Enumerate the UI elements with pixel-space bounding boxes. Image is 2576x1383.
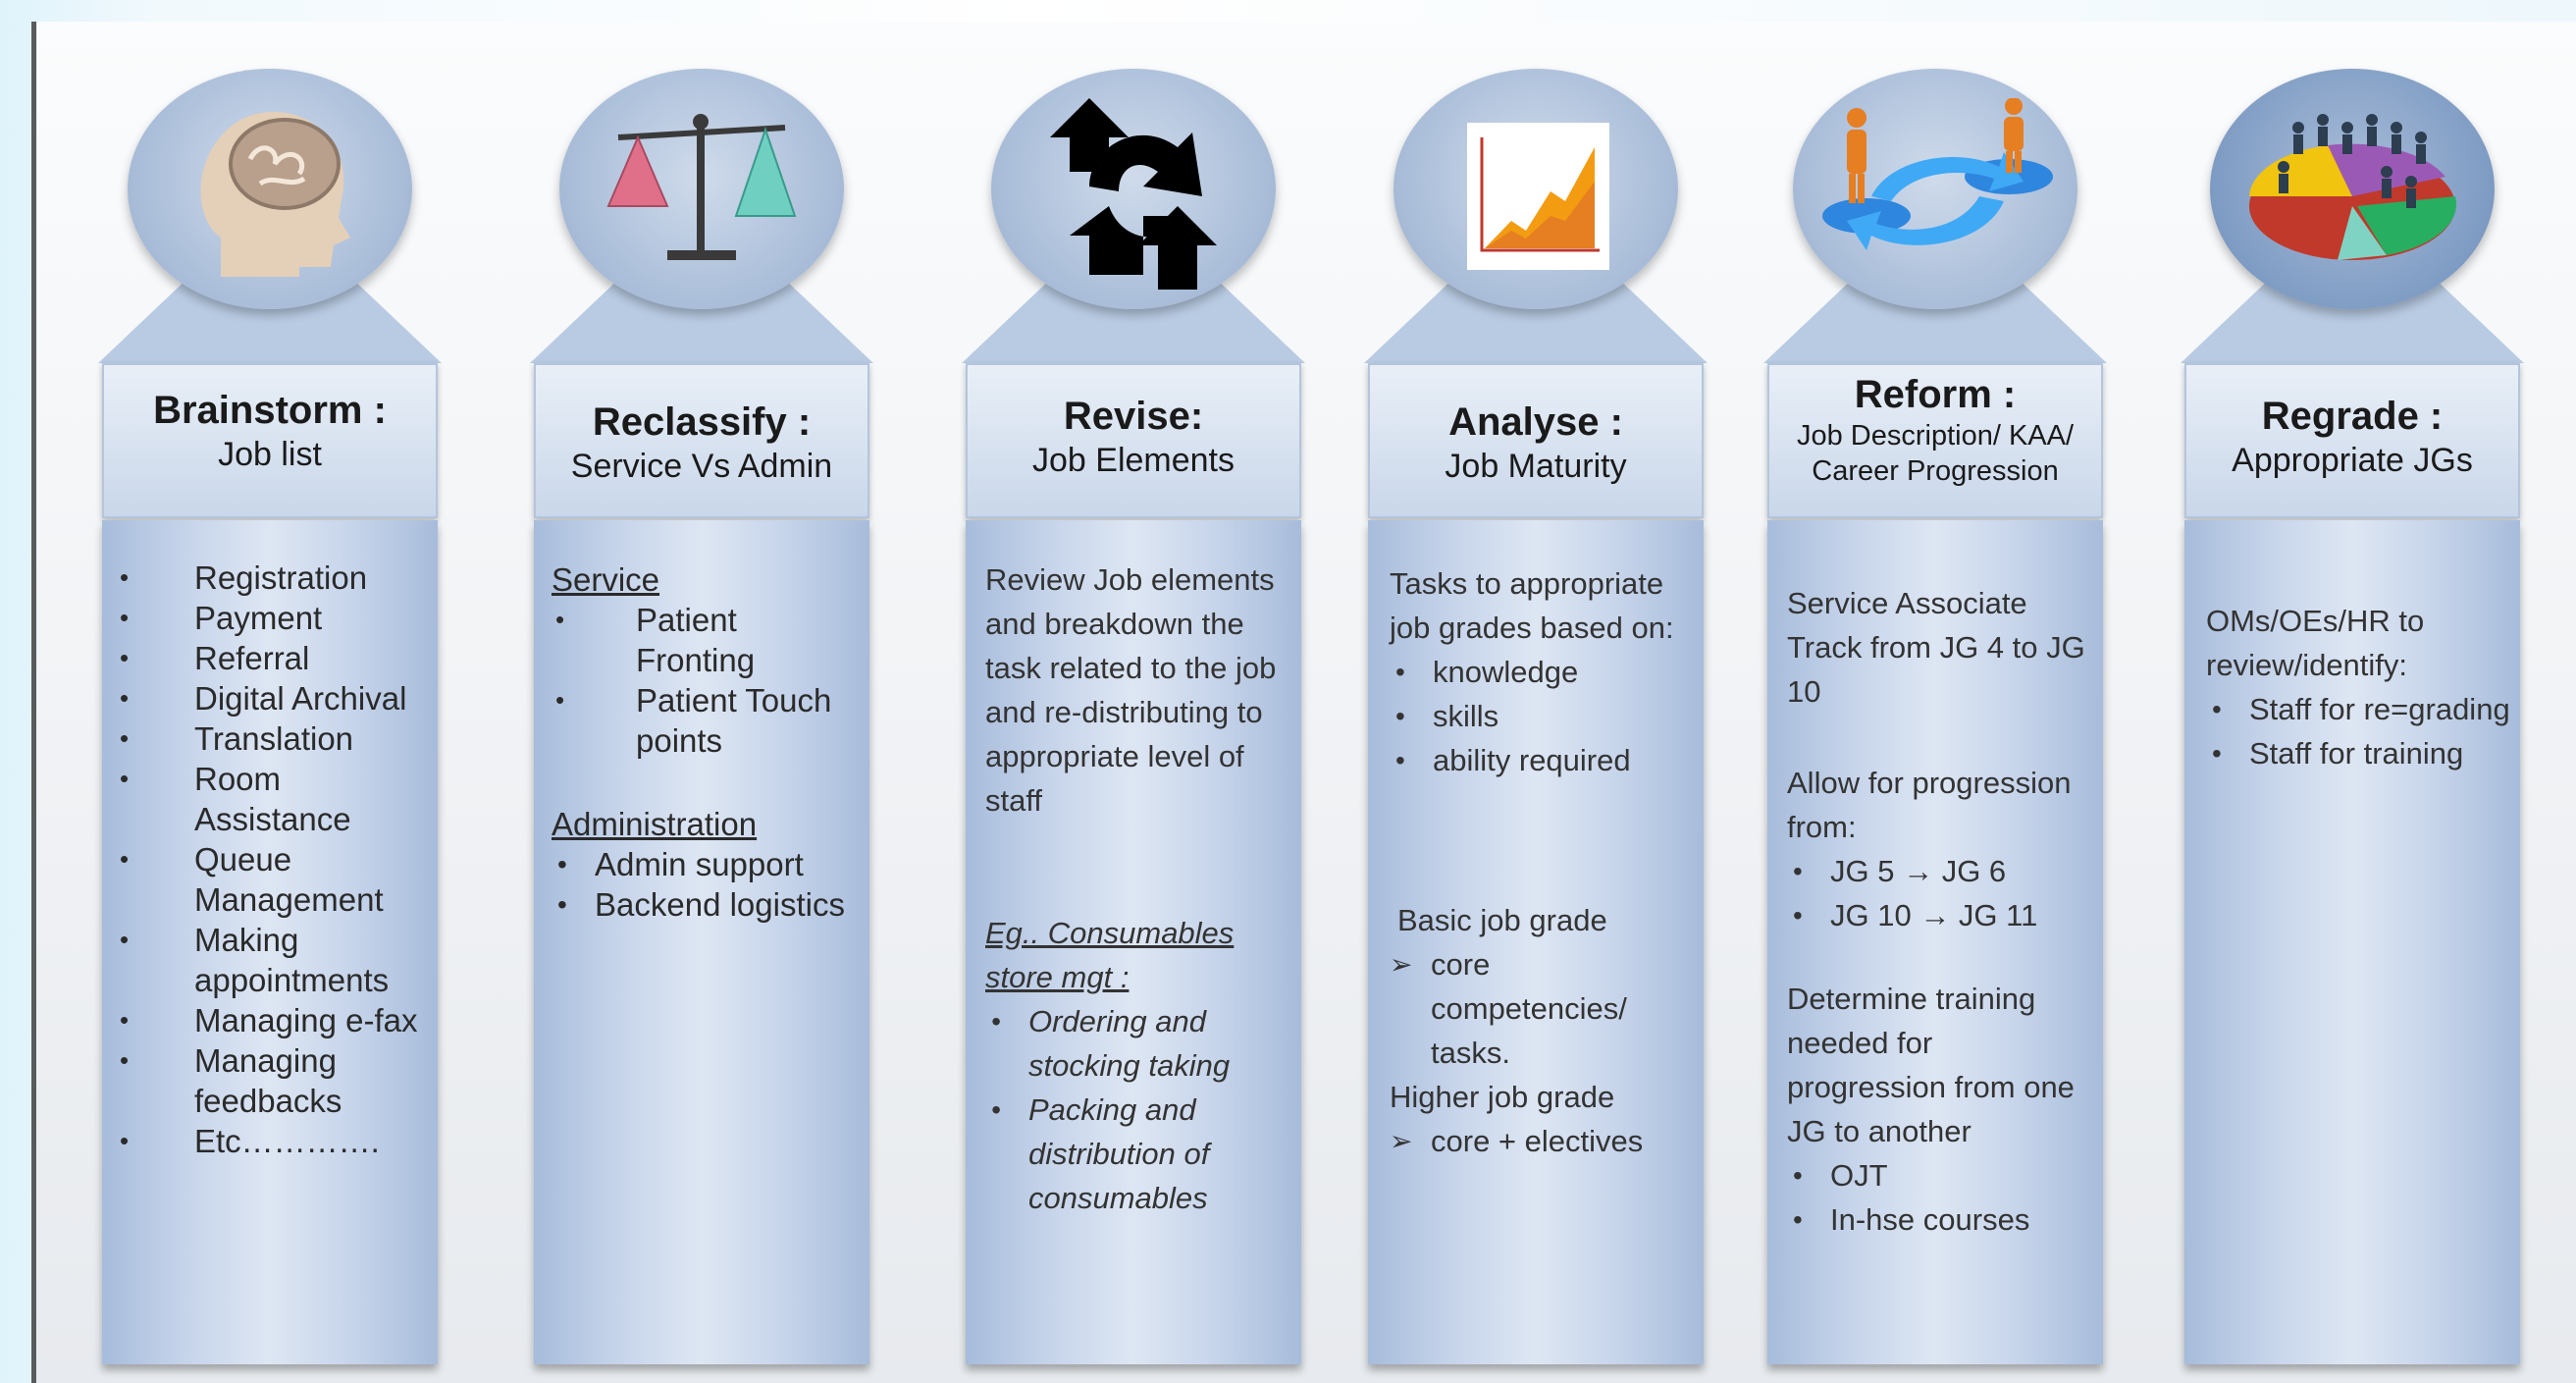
header-box: Analyse : Job Maturity xyxy=(1368,363,1704,518)
brain-head-icon xyxy=(200,111,350,278)
list-item: Payment xyxy=(116,598,420,638)
left-border xyxy=(31,22,36,1383)
revise-description: Review Job elements and breakdown the ta… xyxy=(985,562,1277,818)
regrade-intro: OMs/OEs/HR to review/identify: xyxy=(2206,604,2425,682)
list-item: JG 10 → JG 11 xyxy=(1787,893,2091,937)
column-title: Analyse : xyxy=(1448,400,1623,444)
header-box: Reclassify : Service Vs Admin xyxy=(534,363,869,518)
list-item: Digital Archival xyxy=(116,678,420,718)
column-revise: Revise: Job Elements Review Job elements… xyxy=(962,69,1305,1364)
growth-chart-icon xyxy=(1467,123,1609,270)
analyse-intro: Tasks to appropriate job grades based on… xyxy=(1390,566,1674,645)
balance-scale-icon xyxy=(606,114,797,260)
brainstorm-icon-circle xyxy=(128,69,412,309)
column-subtitle: Job Maturity xyxy=(1445,448,1627,485)
list-item: In-hse courses xyxy=(1787,1197,2091,1242)
list-item: Staff for re=grading xyxy=(2206,687,2510,731)
content-text: Registration Payment Referral Digital Ar… xyxy=(116,558,420,1161)
list-item: Admin support xyxy=(552,844,856,884)
connector-neck xyxy=(530,275,873,363)
example-label: Eg.. Consumables store mgt : xyxy=(985,916,1235,994)
higher-grade-label: Higher job grade xyxy=(1390,1080,1615,1114)
column-subtitle: Job Description/ KAA/ Career Progression xyxy=(1796,420,2075,487)
column-subtitle: Job list xyxy=(218,436,322,473)
content-box: Service Patient Fronting Patient Touch p… xyxy=(534,520,869,1364)
content-text: Tasks to appropriate job grades based on… xyxy=(1390,561,1694,1163)
rotating-arrows-icon xyxy=(1050,98,1217,290)
column-subtitle: Appropriate JGs xyxy=(2232,442,2473,479)
content-text: Review Job elements and breakdown the ta… xyxy=(985,558,1289,1220)
content-text: Service Patient Fronting Patient Touch p… xyxy=(552,559,856,925)
list-item: skills xyxy=(1390,694,1694,738)
content-box: Registration Payment Referral Digital Ar… xyxy=(102,520,438,1364)
header-box: Reform : Job Description/ KAA/ Career Pr… xyxy=(1767,363,2103,518)
connector-neck xyxy=(1763,275,2107,363)
list-item: Translation xyxy=(116,718,420,759)
header-box: Brainstorm : Job list xyxy=(102,363,438,518)
list-item: Staff for training xyxy=(2206,731,2510,775)
column-regrade: Regrade : Appropriate JGs OMs/OEs/HR to … xyxy=(2181,69,2524,1364)
revise-icon-circle xyxy=(991,69,1276,309)
list-item: Backend logistics xyxy=(552,884,856,925)
allow-label: Allow for progression from: xyxy=(1787,766,2072,844)
list-item: Referral xyxy=(116,638,420,678)
list-item: Ordering and stocking taking xyxy=(985,999,1289,1088)
connector-neck xyxy=(962,275,1305,363)
list-item: ability required xyxy=(1390,738,1694,782)
career-cycle-icon xyxy=(1822,98,2053,250)
reclassify-icon-circle xyxy=(559,69,844,309)
column-title: Reclassify : xyxy=(592,400,812,444)
reform-description: Service Associate Track from JG 4 to JG … xyxy=(1787,586,2085,709)
content-box: Tasks to appropriate job grades based on… xyxy=(1368,520,1704,1364)
content-text: OMs/OEs/HR to review/identify: Staff for… xyxy=(2206,599,2510,775)
list-item: Managing feedbacks xyxy=(116,1040,420,1121)
column-reform: Reform : Job Description/ KAA/ Career Pr… xyxy=(1763,69,2107,1364)
content-text: Service Associate Track from JG 4 to JG … xyxy=(1787,581,2091,1242)
column-subtitle: Service Vs Admin xyxy=(570,448,833,485)
connector-neck xyxy=(1364,275,1708,363)
analyse-icon-circle xyxy=(1393,69,1678,309)
connector-neck xyxy=(2181,275,2524,363)
column-brainstorm: Brainstorm : Job list Registration Payme… xyxy=(98,69,442,1364)
column-subtitle: Job Elements xyxy=(1032,442,1235,479)
background-panel xyxy=(37,22,2576,1383)
list-item: Making appointments xyxy=(116,920,420,1000)
column-title: Revise: xyxy=(1063,395,1204,438)
list-item: Patient Touch points xyxy=(552,680,856,761)
list-item: core competencies/ tasks. xyxy=(1390,942,1694,1075)
people-pie-icon xyxy=(2249,114,2457,260)
list-item: Patient Fronting xyxy=(552,600,856,680)
column-title: Reform : xyxy=(1854,373,2017,416)
basic-grade-label: Basic job grade xyxy=(1397,903,1607,937)
regrade-icon-circle xyxy=(2210,69,2495,309)
reform-icon-circle xyxy=(1793,69,2077,309)
list-item: core + electives xyxy=(1390,1119,1694,1163)
service-label: Service xyxy=(552,561,660,598)
administration-label: Administration xyxy=(552,806,758,842)
connector-neck xyxy=(98,275,442,363)
list-item: knowledge xyxy=(1390,650,1694,694)
list-item: Managing e-fax xyxy=(116,1000,420,1040)
column-reclassify: Reclassify : Service Vs Admin Service Pa… xyxy=(530,69,873,1364)
determine-text: Determine training needed for progressio… xyxy=(1787,982,2075,1148)
header-box: Regrade : Appropriate JGs xyxy=(2184,363,2520,518)
list-item: JG 5 → JG 6 xyxy=(1787,849,2091,893)
list-item: Queue Management xyxy=(116,839,420,920)
column-analyse: Analyse : Job Maturity Tasks to appropri… xyxy=(1364,69,1708,1364)
list-item: Registration xyxy=(116,558,420,598)
column-title: Regrade : xyxy=(2261,395,2444,438)
content-box: Review Job elements and breakdown the ta… xyxy=(966,520,1301,1364)
list-item: OJT xyxy=(1787,1153,2091,1197)
list-item: Packing and distribution of consumables xyxy=(985,1088,1289,1220)
column-title: Brainstorm : xyxy=(153,389,387,432)
list-item: Etc…………. xyxy=(116,1121,420,1161)
list-item: Room Assistance xyxy=(116,759,420,839)
header-box: Revise: Job Elements xyxy=(966,363,1301,518)
content-box: Service Associate Track from JG 4 to JG … xyxy=(1767,520,2103,1364)
content-box: OMs/OEs/HR to review/identify: Staff for… xyxy=(2184,520,2520,1364)
